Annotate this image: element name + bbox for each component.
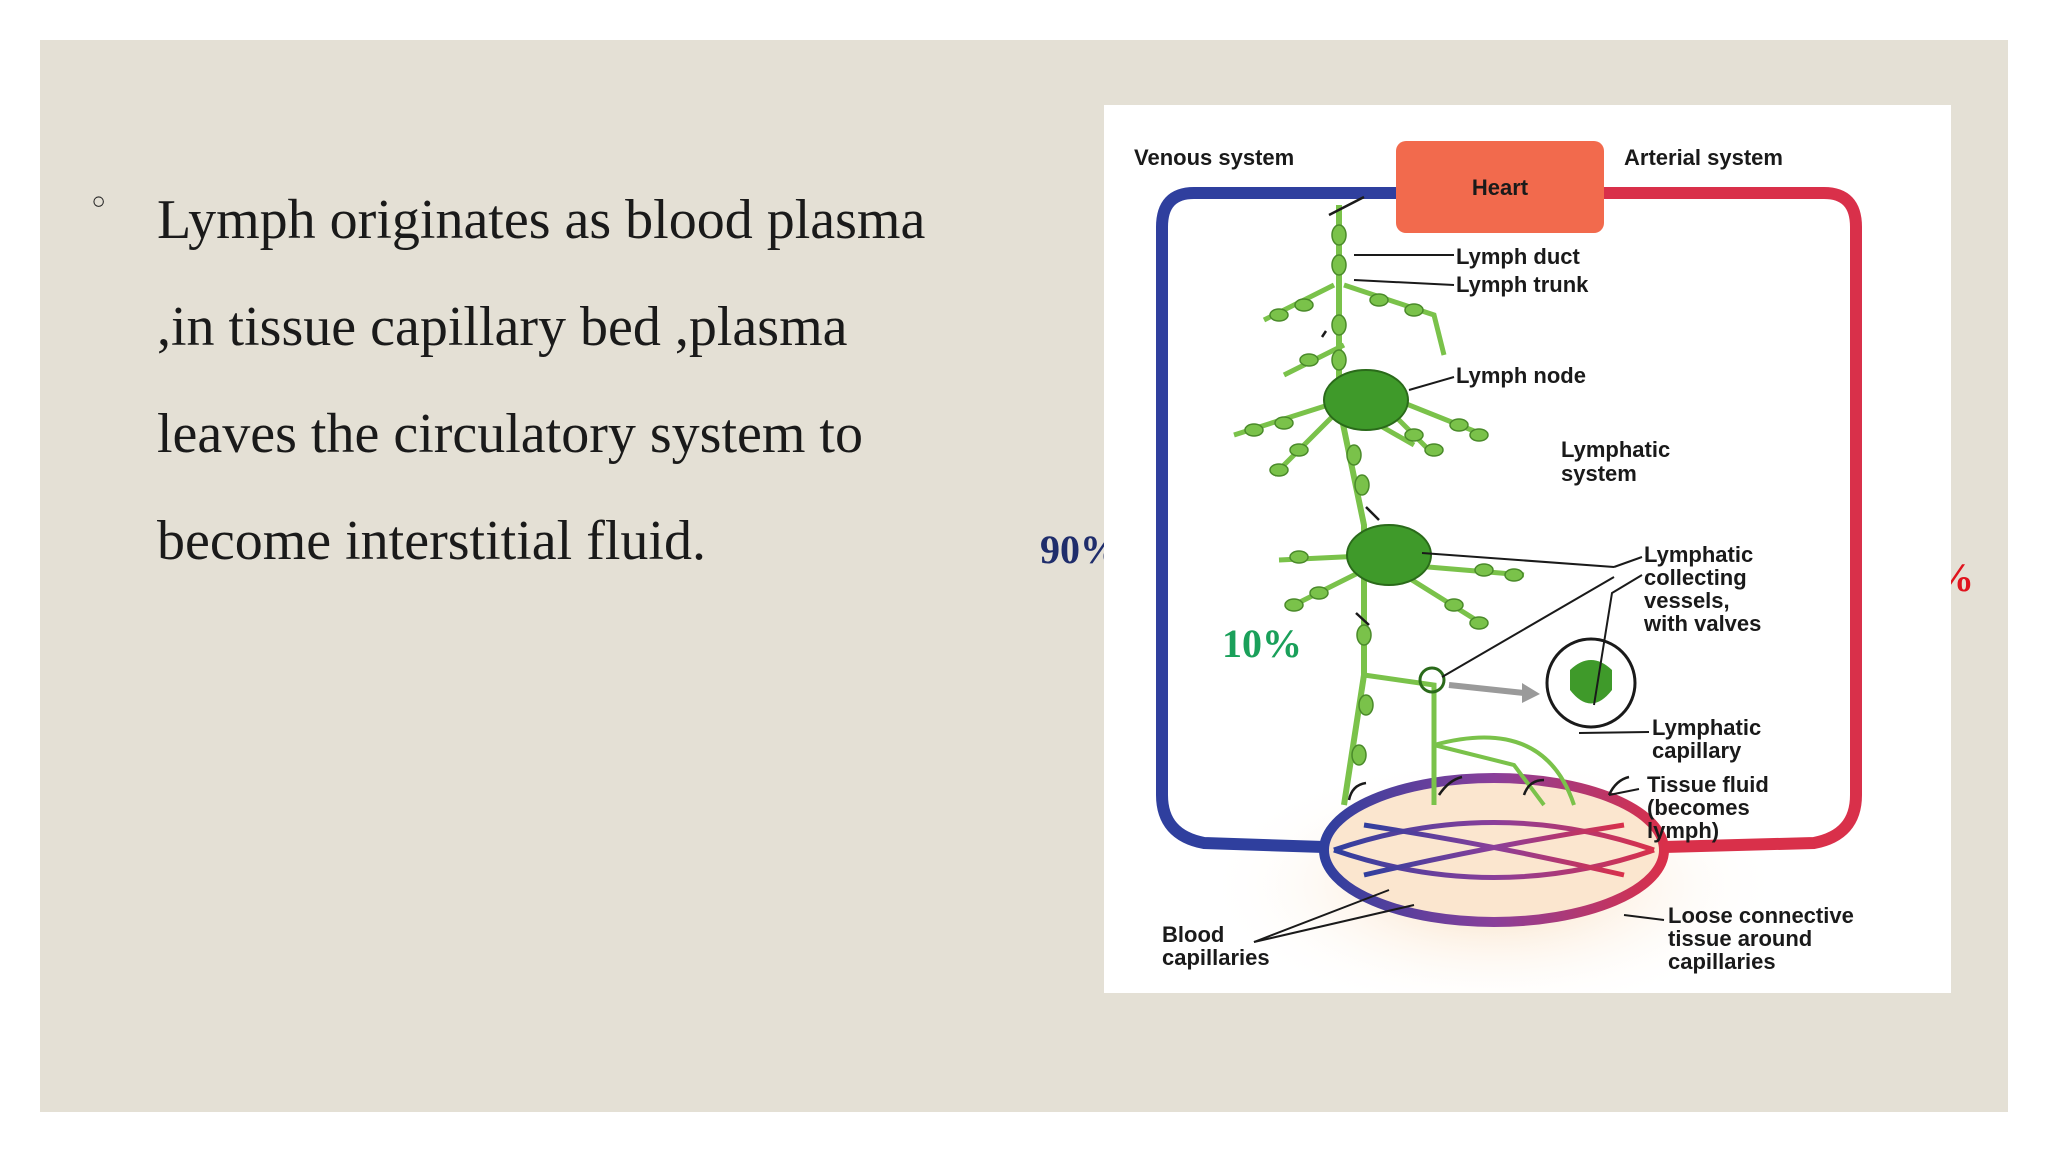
lymph-percent: 10%: [1222, 621, 1302, 666]
capillary-bed: [1319, 773, 1669, 927]
loose-tissue-label-1: Loose connective: [1668, 903, 1854, 928]
tissue-fluid-label-3: lymph): [1647, 818, 1719, 843]
heart-label: Heart: [1472, 175, 1529, 200]
lymph-duct-label: Lymph duct: [1456, 244, 1581, 269]
lymphatic-diagram-svg: Heart: [1134, 141, 1862, 1015]
lymph-node-upper: [1323, 369, 1409, 431]
bullet-text: Lymph originates as blood plasma ,in tis…: [157, 189, 926, 572]
lymphatic-capillary-label-2: capillary: [1652, 738, 1742, 763]
loose-tissue-label-2: tissue around: [1668, 926, 1812, 951]
collecting-vessels-label-3: vessels,: [1644, 588, 1730, 613]
tissue-fluid-label-1: Tissue fluid: [1647, 772, 1769, 797]
flow-arrows: [1320, 195, 1630, 801]
arterial-vessel: [1604, 187, 1862, 853]
lymphatic-system-label-2: system: [1561, 461, 1637, 486]
tissue-fluid-label-2: (becomes: [1647, 795, 1750, 820]
lymphatic-diagram: Heart: [1104, 105, 1951, 1015]
collecting-vessels-label-1: Lymphatic: [1644, 542, 1753, 567]
venous-vessel: [1156, 187, 1404, 853]
loose-tissue-label-3: capillaries: [1668, 949, 1776, 974]
leader-lines: [1253, 254, 1665, 943]
blood-capillaries-label-1: Blood: [1162, 922, 1224, 947]
lymph-node-lower: [1346, 524, 1432, 586]
collecting-vessels-label-4: with valves: [1643, 611, 1761, 636]
venous-system-label: Venous system: [1134, 145, 1294, 170]
lymph-trunk-label: Lymph trunk: [1456, 272, 1589, 297]
lymphatic-system-label-1: Lymphatic: [1561, 437, 1670, 462]
collecting-vessels-label-2: collecting: [1644, 565, 1747, 590]
bullet-marker-icon: ◦: [88, 183, 110, 224]
lymphatic-capillary-label-1: Lymphatic: [1652, 715, 1761, 740]
bullet-point: ◦ Lymph originates as blood plasma ,in t…: [88, 167, 988, 595]
arterial-system-label: Arterial system: [1624, 145, 1783, 170]
lymph-node-label: Lymph node: [1456, 363, 1586, 388]
lymphatic-tree: [1233, 205, 1576, 807]
heart-box: Heart: [1396, 141, 1604, 233]
blood-capillaries-label-2: capillaries: [1162, 945, 1270, 970]
valve-detail: [1448, 637, 1637, 729]
